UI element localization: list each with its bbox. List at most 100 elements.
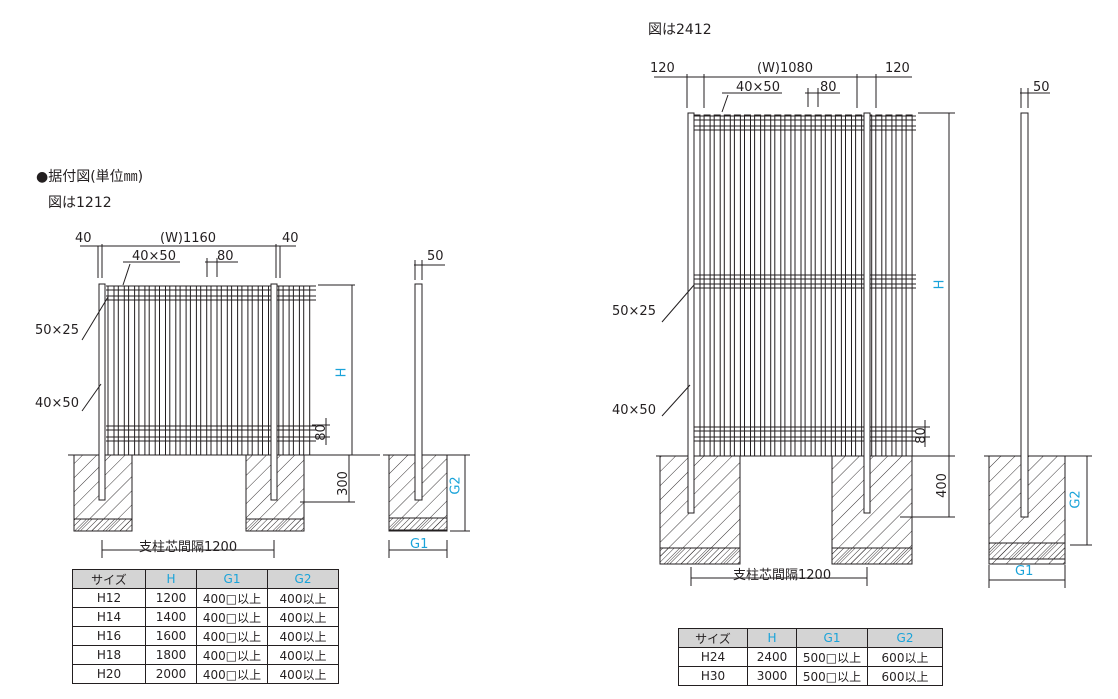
gravel-layer — [388, 517, 448, 531]
th-size: サイズ — [72, 569, 146, 589]
cell: 400以上 — [267, 626, 339, 646]
cell: 400□以上 — [196, 645, 268, 665]
post — [687, 112, 695, 514]
left-dim-w: (W)1160 — [160, 231, 217, 246]
slat — [754, 114, 762, 457]
left-side-dim-g1: G1 — [410, 537, 429, 552]
cell: 600以上 — [867, 666, 943, 686]
post — [414, 283, 423, 501]
table-header-row: サイズ H G1 G2 — [72, 569, 339, 589]
right-side-dim-top: 50 — [1033, 80, 1050, 95]
slat — [723, 114, 731, 457]
gravel-layer — [73, 518, 133, 532]
slat — [794, 114, 802, 457]
cell: 2400 — [747, 647, 797, 667]
post — [98, 283, 106, 501]
right-label-post: 40×50 — [612, 403, 656, 418]
cell: 3000 — [747, 666, 797, 686]
dim-line — [122, 263, 131, 286]
dim-line — [81, 383, 102, 412]
install-heading: ●据付図(単位㎜) — [36, 169, 144, 185]
slat — [703, 114, 711, 457]
right-post-spacing: 支柱芯間隔1200 — [733, 568, 832, 583]
cell: 1400 — [145, 607, 197, 627]
cell: H14 — [72, 607, 146, 627]
cell: 600以上 — [867, 647, 943, 667]
th-g2: G2 — [867, 628, 943, 648]
left-dim-w-left: 40 — [75, 231, 92, 246]
right-dim-pitch: 80 — [820, 80, 837, 95]
left-post-spacing: 支柱芯間隔1200 — [139, 540, 238, 555]
slat — [905, 114, 913, 457]
right-dim-w: (W)1080 — [757, 61, 814, 76]
left-dim-slat: 40×50 — [132, 249, 176, 264]
slat — [733, 114, 741, 457]
left-label-post: 40×50 — [35, 396, 79, 411]
left-dim-w-right: 40 — [282, 231, 299, 246]
post — [270, 283, 278, 501]
slat — [744, 114, 751, 457]
slat — [814, 114, 822, 457]
cell: 400以上 — [267, 607, 339, 627]
left-fence-side-view — [383, 260, 470, 558]
cell: 400□以上 — [196, 588, 268, 608]
slat — [885, 114, 893, 457]
dim-line — [81, 296, 109, 341]
slat — [845, 114, 852, 457]
cell: 2000 — [145, 664, 197, 684]
th-size: サイズ — [678, 628, 748, 648]
cell: H24 — [678, 647, 748, 667]
cell: 500□以上 — [796, 647, 868, 667]
th-g2: G2 — [267, 569, 339, 589]
right-fence-front-view — [654, 74, 955, 586]
slat — [834, 114, 842, 457]
cell: 400以上 — [267, 664, 339, 684]
slat — [693, 114, 701, 457]
cell: 1600 — [145, 626, 197, 646]
dim-line — [721, 94, 729, 113]
cell: 1200 — [145, 588, 197, 608]
left-dim-pitch: 80 — [217, 249, 234, 264]
left-subtitle: 図は1212 — [48, 195, 112, 211]
slat — [895, 114, 903, 457]
cell: H20 — [72, 664, 146, 684]
concrete-foundation — [659, 455, 741, 565]
gravel-layer — [659, 547, 741, 565]
gravel-layer — [245, 518, 305, 532]
left-fence-front-view — [68, 244, 380, 558]
cell: H16 — [72, 626, 146, 646]
th-h: H — [747, 628, 797, 648]
slat — [713, 114, 721, 457]
cell: 400□以上 — [196, 626, 268, 646]
right-label-rail: 50×25 — [612, 304, 656, 319]
cell: 1800 — [145, 645, 197, 665]
post — [863, 112, 871, 514]
slat — [804, 114, 812, 457]
cell: 400以上 — [267, 645, 339, 665]
cell: H18 — [72, 645, 146, 665]
slat — [875, 114, 883, 457]
slat — [855, 114, 863, 457]
left-side-dim-top: 50 — [427, 249, 444, 264]
cell: 400以上 — [267, 588, 339, 608]
right-fence-side-view — [984, 88, 1092, 588]
cell: H30 — [678, 666, 748, 686]
right-dim-w-left: 120 — [650, 61, 675, 76]
cell: 400□以上 — [196, 664, 268, 684]
left-label-rail: 50×25 — [35, 323, 79, 338]
gravel-layer — [988, 542, 1066, 560]
right-side-dim-g1: G1 — [1015, 564, 1034, 579]
slat — [774, 114, 782, 457]
right-subtitle: 図は2412 — [648, 22, 712, 38]
right-dim-slat: 40×50 — [736, 80, 780, 95]
